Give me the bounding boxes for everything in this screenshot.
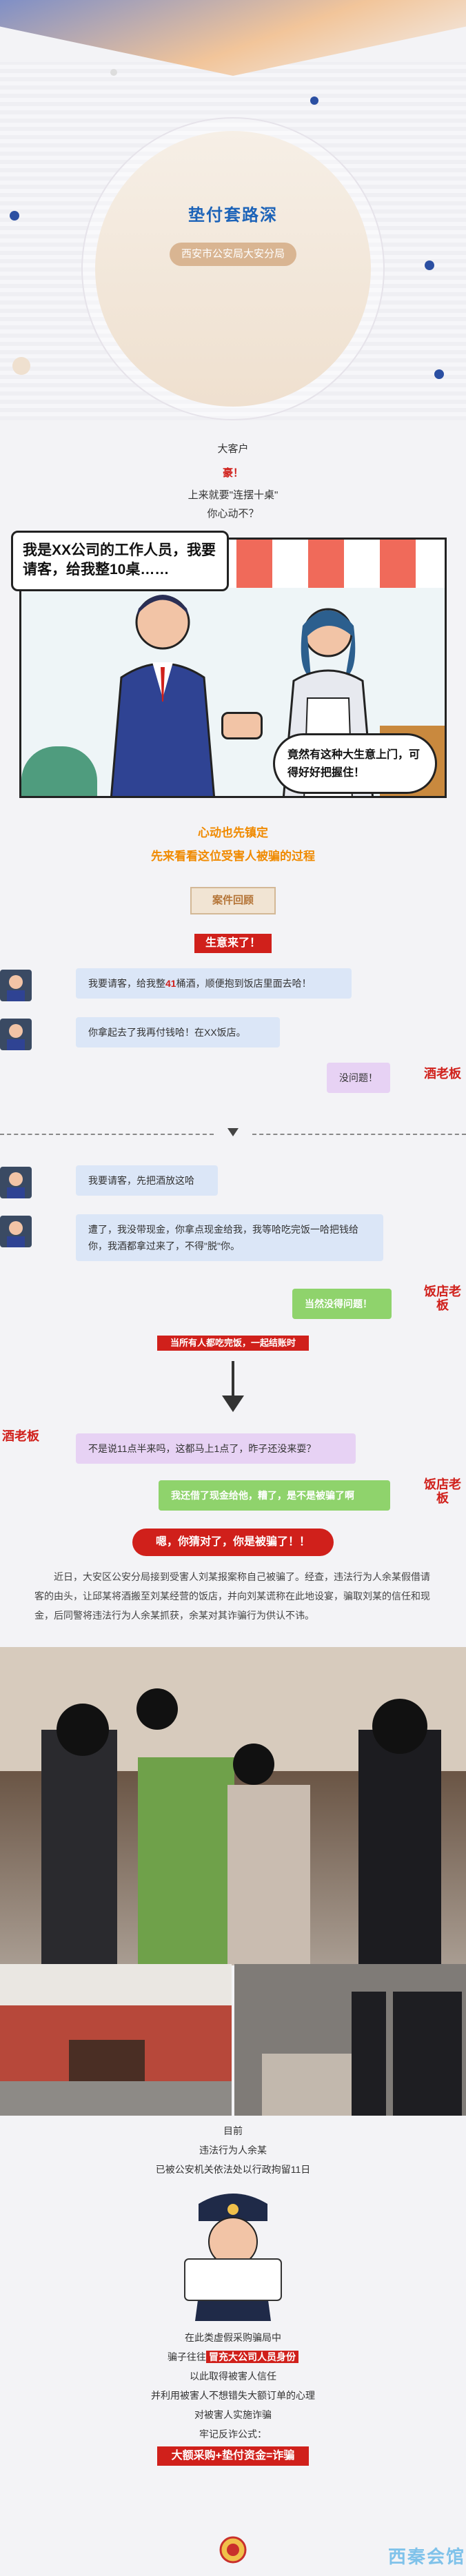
chat-bubble: 不是说11点半来吗，这都马上1点了，昨子还没来耍？ [76, 1433, 356, 1464]
customer-avatar [0, 970, 32, 1001]
decor-dot [434, 369, 444, 379]
down-arrow-icon [222, 1361, 244, 1412]
intro-line: 你心动不？ [207, 508, 259, 520]
result-line: 目前 [223, 2125, 243, 2136]
role-label: 饭店老板 [424, 1478, 461, 1505]
intro-line: 大客户 [217, 443, 249, 455]
summary-line: 并利用被害人不想错失大额订单的心理 [151, 2390, 315, 2401]
man-speech-bubble: 我是XX公司的工作人员，我要请客，给我整10桌…… [11, 531, 229, 591]
police-figure [184, 2194, 282, 2321]
result-line: 已被公安机关依法处以行政拘留11日 [155, 2164, 311, 2175]
after-meal-tag: 当所有人都吃完饭，一起结账时 [157, 1336, 309, 1351]
header-arch [95, 131, 371, 407]
decor-dot [12, 357, 30, 375]
chat-bubble: 我要请客，给我整41桶酒，顺便抱到饭店里面去哈！ [76, 968, 352, 999]
page-title: 垫付套路深 [188, 206, 278, 225]
arrest-photo [0, 1647, 466, 1965]
summary-line: 骗子往往冒充大公司人员身份 [0, 2350, 466, 2364]
evidence-photo [234, 1964, 466, 2116]
storefront-photo [0, 1964, 232, 2116]
decor-dot [110, 69, 117, 76]
decor-dot [10, 211, 19, 221]
divider [252, 1134, 466, 1135]
handshake [221, 712, 263, 739]
role-label: 酒老板 [2, 1429, 39, 1443]
role-label: 酒老板 [424, 1067, 461, 1081]
decor-dot [310, 96, 318, 105]
divider-arrow [227, 1128, 239, 1136]
role-label: 饭店老板 [424, 1285, 461, 1312]
woman-speech-bubble: 竟然有这种大生意上门，可得好好把握住！ [273, 733, 437, 794]
customer-avatar [0, 1019, 32, 1050]
police-emblem-icon [219, 2536, 247, 2564]
intro-line-highlight: 豪！ [222, 467, 243, 479]
coin-stack [21, 746, 97, 796]
section-line: 心动也先镇定 [198, 826, 268, 839]
summary-line: 牢记反诈公式： [199, 2429, 267, 2440]
intro-line: 上来就要"连摆十桌" [188, 489, 278, 501]
page-subtitle: 西安市公安局大安分局 [170, 243, 296, 266]
chat-bubble: 没问题！ [327, 1063, 390, 1093]
summary-line: 以此取得被害人信任 [190, 2371, 276, 2382]
chat-bubble: 遭了，我没带现金，你拿点现金给我，我等哈吃完饭一哈把钱给你，我酒都拿过来了，不得… [76, 1214, 383, 1261]
chat-bubble: 我还借了现金给他，糟了，是不是被骗了啊 [159, 1480, 390, 1511]
case-review-tag: 案件回顾 [190, 887, 276, 914]
result-line: 违法行为人余某 [199, 2145, 267, 2156]
event-tag: 生意来了！ [194, 934, 272, 953]
chat-bubble: 我要请客，先把酒放这哈 [76, 1165, 218, 1196]
case-paragraph: 近日，大安区公安分局接到受害人刘某报案称自己被骗了。经查，违法行为人余某假借请客… [34, 1571, 430, 1621]
anti-fraud-formula: 大额采购+垫付资金=诈骗 [157, 2446, 309, 2466]
footer-brand: 西秦会馆 [388, 2546, 466, 2567]
chat-bubble: 你拿起去了我再付钱哈！在XX饭店。 [76, 1017, 280, 1047]
chat-bubble: 当然没得问题！ [292, 1289, 392, 1319]
decor-dot [425, 260, 434, 270]
customer-avatar [0, 1216, 32, 1247]
summary-line: 对被害人实施诈骗 [194, 2409, 272, 2420]
summary-line: 在此类虚假采购骗局中 [185, 2332, 281, 2343]
customer-avatar [0, 1167, 32, 1198]
section-line: 先来看看这位受害人被骗的过程 [151, 850, 315, 863]
man-figure [110, 595, 215, 796]
conclusion-banner: 嗯，你猜对了，你是被骗了！！ [132, 1529, 334, 1556]
divider [0, 1134, 214, 1135]
